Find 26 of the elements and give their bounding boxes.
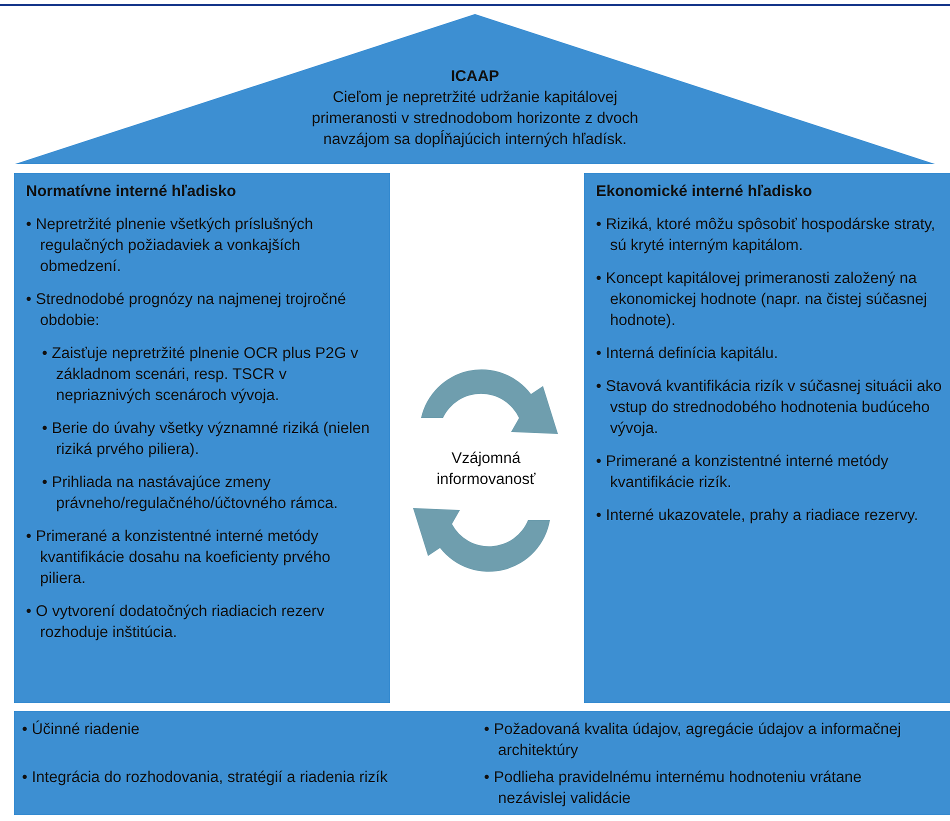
center-label: Vzájomná informovanosť xyxy=(436,449,536,490)
bullet-item: • Nepretržité plnenie všetkých príslušných regulačných požiadaviek a vonkajších obmedzení. xyxy=(25,215,314,277)
roof-title: ICAAP xyxy=(450,67,500,87)
bullet-item: • Účinné riadenie xyxy=(21,720,140,740)
bullet-item: • Interná definícia kapitálu. xyxy=(595,344,780,364)
pillar-panel xyxy=(14,173,390,703)
bullet-item: • Integrácia do rozhodovania, stratégií a riadenia rizík xyxy=(21,768,389,788)
pillar-heading: Normatívne interné hľadisko xyxy=(26,182,238,202)
bullet-item: • Koncept kapitálovej primeranosti založený na ekonomickej hodnote (napr. na čistej súčasnej hodnote). xyxy=(595,269,928,331)
bullet-item: • Zaisťuje nepretržité plnenie OCR plus P2G v základnom scenári, resp. TSCR v nepriaznivých scenároch vývoja. xyxy=(41,344,360,406)
pillar-panel xyxy=(584,173,950,703)
bullet-item: • Požadovaná kvalita údajov, agregácie údajov a informačnej architektúry xyxy=(483,720,902,761)
bullet-item: • Prihliada na nastávajúce zmeny právneho/regulačného/účtovného rámca. xyxy=(41,473,339,514)
pillar-heading: Ekonomické interné hľadisko xyxy=(596,182,814,202)
bullet-item: • Riziká, ktoré môžu spôsobiť hospodárske straty, sú kryté interným kapitálom. xyxy=(595,215,936,256)
bullet-item: • Stavová kvantifikácia rizík v súčasnej situácii ako vstup do strednodobého hodnotenia budúceho vývoja. xyxy=(595,377,943,439)
foundation-panel xyxy=(14,711,950,815)
bullet-item: • Primerané a konzistentné interné metódy kvantifikácie dosahu na koeficienty prvého piliera. xyxy=(25,527,332,589)
bullet-item: • Primerané a konzistentné interné metódy kvantifikácie rizík. xyxy=(595,452,890,493)
bullet-item: • Strednodobé prognózy na najmenej trojročné obdobie: xyxy=(25,290,347,331)
bullet-item: • Berie do úvahy všetky významné riziká (nielen riziká prvého piliera). xyxy=(41,419,371,460)
bullet-item: • Interné ukazovatele, prahy a riadiace rezervy. xyxy=(595,506,920,526)
bullet-item: • Podlieha pravidelnému internému hodnoteniu vrátane nezávislej validácie xyxy=(483,768,863,809)
bullet-item: • O vytvorení dodatočných riadiacich rezerv rozhoduje inštitúcia. xyxy=(25,602,326,643)
roof-description: Cieľom je nepretržité udržanie kapitálovej primeranosti v strednodobom horizonte z dvoch navzájom sa dopĺňajúcich interných hľadísk. xyxy=(310,88,640,150)
roof-triangle xyxy=(15,14,935,164)
